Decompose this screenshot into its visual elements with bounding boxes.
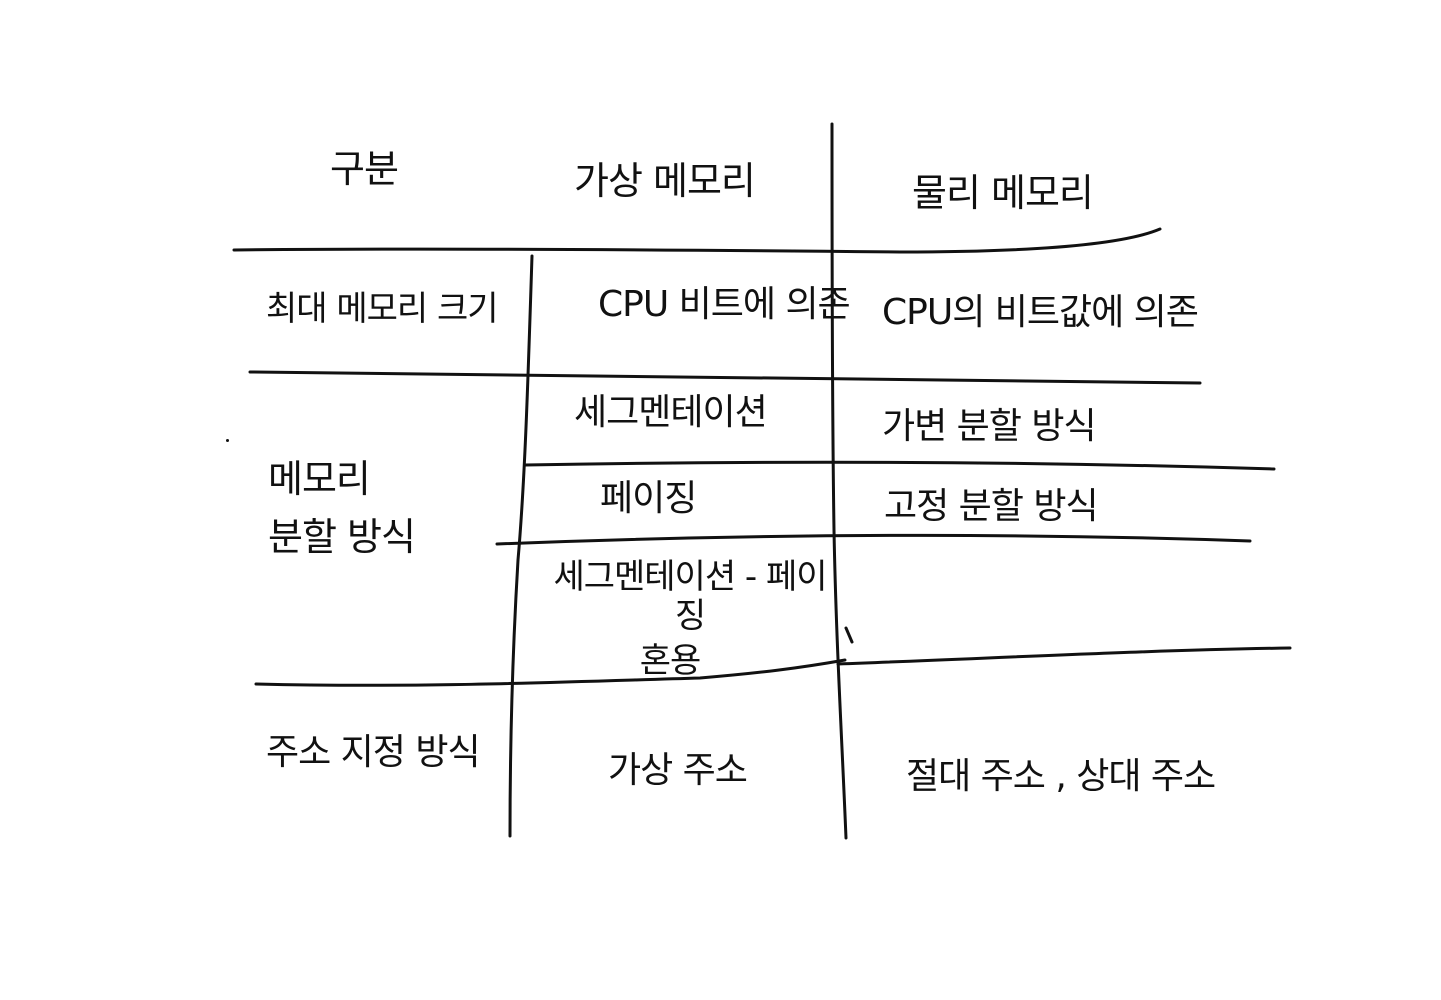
stray-dot (226, 439, 229, 442)
row-addressing-physical: 절대 주소 , 상대 주소 (906, 756, 1216, 797)
virtual-segmentation: 세그멘테이션 (574, 392, 768, 433)
row-max-memory-size-physical: CPU의 비트값에 의존 (882, 292, 1199, 333)
row-addressing-label: 주소 지정 방식 (266, 732, 481, 773)
row-memory-partition-label: 메모리 분할 방식 (268, 457, 488, 559)
virtual-paging: 페이징 (600, 478, 697, 519)
memory-partition-label-line1: 메모리 (268, 457, 371, 501)
row-addressing-virtual: 가상 주소 (608, 750, 748, 791)
row-max-memory-size-virtual: CPU 비트에 의존 (598, 284, 851, 325)
virtual-segmentation-paging-mixed: 세그멘테이션 - 페이징 혼용 (540, 557, 840, 682)
left-vertical-line (508, 254, 534, 838)
mixed-line2: 혼용 (639, 641, 702, 682)
physical-variable-partition: 가변 분할 방식 (882, 406, 1097, 447)
physical-fixed-partition: 고정 분할 방식 (884, 486, 1099, 527)
row2-divider-line (254, 658, 847, 687)
physical-mixed-divider-line (836, 646, 1292, 666)
row-max-memory-size-label: 최대 메모리 크기 (266, 289, 499, 329)
memory-partition-label-line2: 분할 방식 (268, 514, 416, 559)
segmentation-divider-line (523, 460, 1276, 471)
mixed-line1: 세그멘테이션 - 페이징 (553, 557, 827, 637)
right-vertical-line (830, 122, 848, 840)
header-divider-line (232, 227, 1162, 254)
header-category: 구분 (330, 147, 399, 191)
header-physical-memory: 물리 메모리 (912, 171, 1094, 215)
tick-mark (844, 626, 854, 644)
paging-divider-line (495, 533, 1252, 546)
row1-divider-line (248, 370, 1202, 385)
header-virtual-memory: 가상 메모리 (574, 159, 756, 203)
